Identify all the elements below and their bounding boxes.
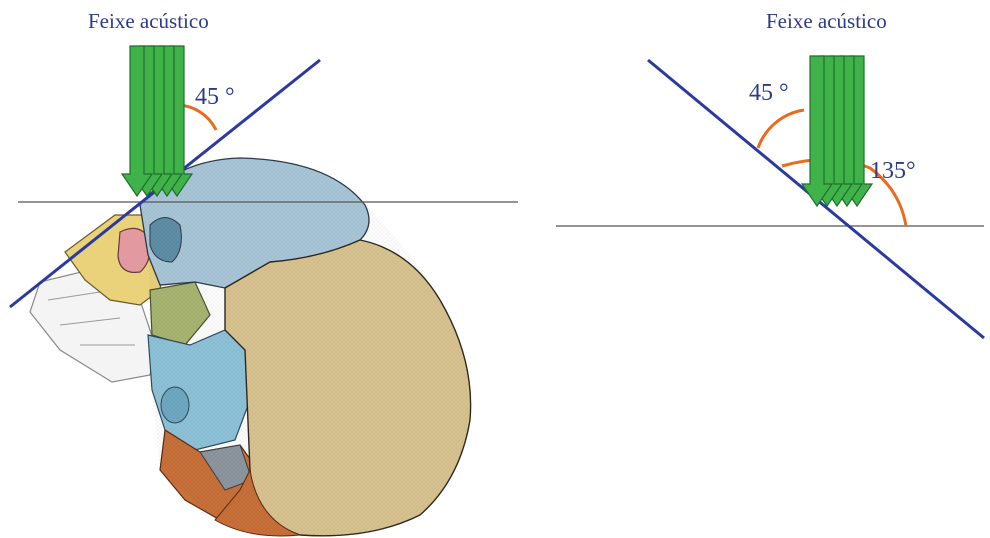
right-angle-arc-45 (758, 110, 804, 148)
left-skull-illustration (30, 158, 471, 536)
left-panel: Feixe acústico 45 ° (10, 9, 518, 536)
right-panel: Feixe acústico 45 ° 135° (556, 9, 990, 538)
right-angle-label-135: 135° (870, 158, 916, 184)
left-beam-label: Feixe acústico (88, 9, 209, 33)
right-beam-label: Feixe acústico (766, 9, 887, 33)
left-angle-label: 45 ° (195, 84, 235, 110)
left-acoustic-beam (122, 46, 192, 196)
right-angle-label-45: 45 ° (749, 80, 789, 106)
right-acoustic-beam (802, 56, 872, 206)
